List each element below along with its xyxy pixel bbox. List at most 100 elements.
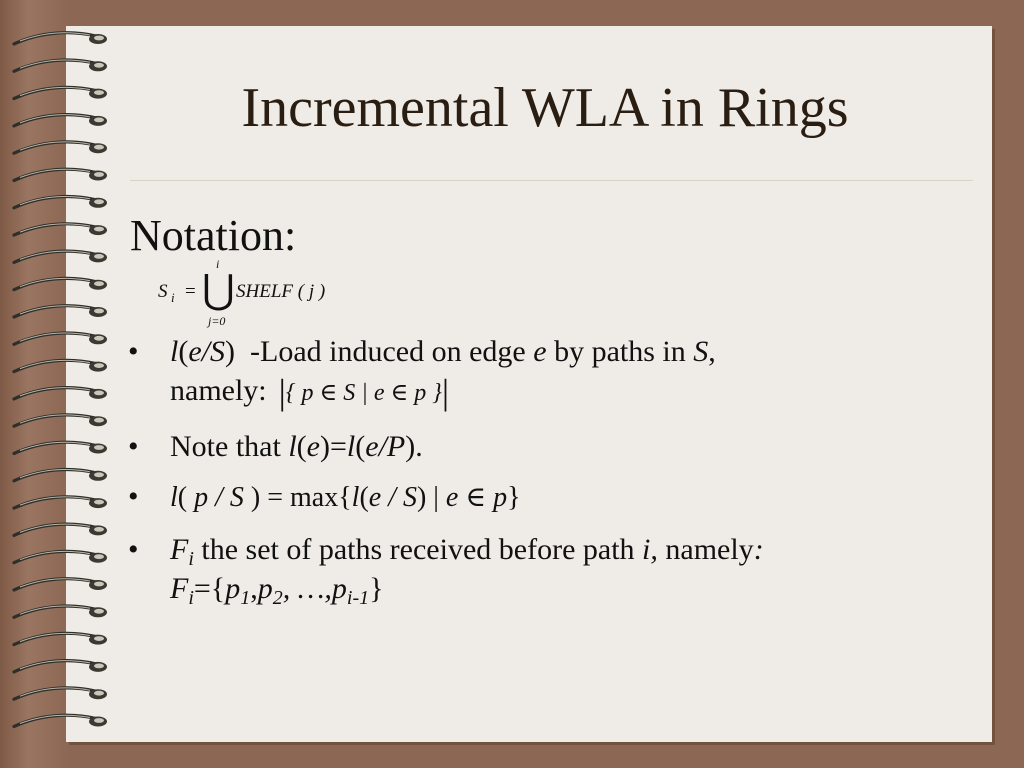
text-fragment: ) = max{	[243, 482, 352, 514]
spiral-ring-icon	[12, 113, 107, 128]
bullet-line: Fi the set of paths received before path…	[170, 532, 988, 571]
spiral-ring-icon	[12, 549, 107, 565]
math-subscript: 2	[272, 587, 283, 610]
spiral-ring-icon	[12, 686, 107, 701]
math-slash: /	[381, 482, 403, 514]
spiral-ring-icon	[12, 58, 107, 73]
text-fragment: -Load induced on edge	[235, 335, 534, 368]
math-p: p	[493, 482, 508, 514]
spiral-ring-icon	[12, 659, 107, 674]
math-subscript: i-1	[346, 587, 370, 610]
text-fragment: (	[296, 429, 307, 463]
spiral-ring-icon	[12, 167, 107, 183]
spiral-ring-icon	[12, 604, 107, 619]
text-fragment: )=	[319, 429, 347, 463]
text-fragment: (	[177, 482, 195, 514]
text-fragment: (	[359, 482, 369, 514]
formula-upper-limit: i	[216, 257, 220, 271]
text-fragment: ).	[405, 429, 423, 463]
math-p: p	[194, 482, 209, 514]
spiral-ring-icon	[12, 440, 107, 456]
spiral-ring-icon	[12, 522, 107, 537]
spiral-ring-icon	[12, 31, 107, 46]
formula-equals: =	[185, 281, 196, 302]
bullet-list: • l(e/S) -Load induced on edge e by path…	[128, 334, 988, 610]
math-slash: /	[378, 429, 387, 463]
bullet-load-definition: • l(e/S) -Load induced on edge e by path…	[128, 334, 988, 415]
spiral-ring-icon	[12, 358, 107, 374]
spiral-ring-icon	[12, 194, 107, 210]
formula-lhs: S	[158, 281, 168, 302]
slide-page	[66, 26, 992, 742]
math-l: l	[170, 335, 179, 368]
spiral-ring-icon	[12, 249, 107, 264]
notation-heading: Notation:	[130, 211, 297, 260]
math-subscript: i	[188, 587, 194, 610]
math-p: p	[331, 572, 347, 606]
text-fragment: ,	[708, 335, 716, 368]
math-l: l	[346, 429, 356, 463]
text-fragment: namely	[657, 532, 754, 566]
title-divider	[130, 180, 973, 181]
spiral-ring-icon	[12, 495, 107, 510]
math-slash: /	[208, 482, 230, 514]
text-fragment: ={	[193, 572, 226, 606]
formula-lower-limit: j=0	[208, 314, 226, 328]
bullet-line: l(e/S) -Load induced on edge e by paths …	[170, 334, 988, 371]
text-fragment: the set of paths received before path	[193, 532, 643, 566]
math-e: e	[445, 482, 459, 514]
math-S: S	[210, 335, 226, 368]
math-F: F	[170, 532, 189, 566]
spiral-ring-icon	[12, 577, 107, 592]
math-subscript: 1	[240, 587, 251, 610]
math-e: e	[306, 429, 320, 463]
bullet-line-2: Fi={p1,p2, …,pi-1}	[170, 571, 988, 610]
union-formula: S i = i ⋃ j=0 SHELF ( j )	[158, 258, 378, 332]
spiral-binding-icon	[12, 31, 107, 729]
math-i: i,	[642, 532, 658, 566]
spiral-ring-icon	[12, 140, 107, 155]
math-e: e	[365, 429, 379, 463]
path-load-formula: l( p / S ) = max{l(e / S) | e ∈ p}	[170, 482, 521, 513]
math-S: S	[693, 335, 709, 368]
spiral-ring-icon	[12, 713, 107, 729]
text-fragment: Note that	[170, 429, 289, 463]
text-fragment: namely:	[170, 373, 267, 407]
text-fragment: , …,	[282, 572, 332, 606]
math-e: e	[533, 335, 547, 368]
math-l: l	[288, 429, 297, 463]
spiral-ring-icon	[12, 304, 107, 319]
text-fragment: by paths in	[546, 335, 694, 368]
text-fragment: (	[355, 429, 366, 463]
math-subscript: i	[188, 547, 194, 570]
formula-lhs-subscript: i	[171, 290, 175, 305]
text-fragment: }	[369, 572, 384, 606]
math-P: P	[386, 429, 406, 463]
math-e: e	[188, 335, 202, 368]
spiral-ring-icon	[12, 276, 107, 292]
math-p: p	[257, 572, 273, 606]
text-fragment: ,	[250, 572, 258, 606]
spiral-ring-icon	[12, 631, 107, 647]
text-fragment: ) |	[416, 482, 446, 514]
text-fragment: (	[178, 335, 189, 368]
spiral-ring-icon	[12, 331, 107, 346]
bullet-marker: •	[128, 480, 139, 514]
text-fragment: ∈	[458, 482, 494, 514]
math-p: p	[225, 572, 241, 606]
bullet-note: • Note that l(e)=l(e/P).	[128, 429, 988, 466]
bullet-marker: •	[128, 429, 139, 463]
bullet-received-paths: • Fi the set of paths received before pa…	[128, 532, 988, 611]
bullet-marker: •	[128, 335, 139, 368]
math-F: F	[170, 572, 189, 606]
text-fragment: }	[507, 482, 521, 514]
spiral-ring-icon	[12, 467, 107, 483]
spiral-ring-icon	[12, 85, 107, 101]
binding-strip	[0, 0, 70, 768]
text-fragment: :	[753, 532, 764, 566]
math-l: l	[170, 482, 178, 514]
bullet-path-load: • l( p / S ) = max{l(e / S) | e ∈ p}	[128, 479, 988, 516]
union-operator: ⋃	[202, 267, 235, 312]
set-expression: { p ∈ S | e ∈ p }	[285, 379, 442, 406]
